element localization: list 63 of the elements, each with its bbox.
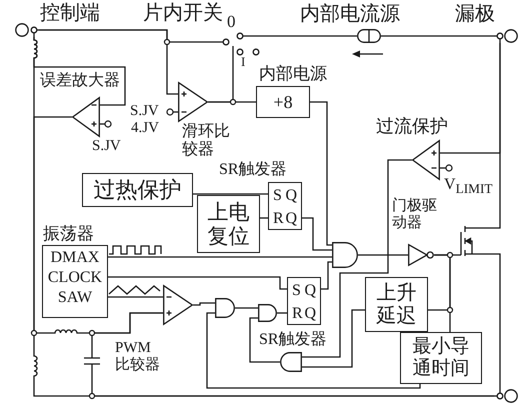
wire [321, 261, 332, 290]
wire [206, 312, 421, 389]
component-label: 内部电流源 [300, 3, 400, 26]
pin-letter: Q [304, 282, 316, 300]
component-label: 控制端 [40, 2, 100, 25]
block-label: 最小导通时间 [412, 336, 470, 380]
pin-letter: Q [304, 305, 316, 323]
component-label: SR触发器 [219, 161, 287, 180]
block-label: CLOCK [46, 269, 104, 287]
wire [480, 253, 501, 389]
component-label: 过流保护 [376, 116, 448, 137]
reference-voltage-label: S.JV [130, 103, 159, 120]
wire [381, 35, 494, 37]
reference-voltage-label: 4.JV [131, 120, 159, 138]
pin-letter: Q [285, 210, 297, 228]
pin-letter: R [292, 305, 303, 323]
function-block [400, 332, 482, 384]
limit-voltage-label: V$_{LIMIT}$ [444, 176, 493, 196]
wire [193, 193, 268, 195]
pin-letter: S [292, 282, 301, 300]
function-block [365, 277, 428, 332]
wire [277, 312, 287, 314]
wire [434, 254, 451, 332]
block-label: 过热保护 [94, 177, 182, 203]
component-label: SR触发器 [259, 331, 327, 350]
component-label: 滑环比较器 [182, 123, 231, 160]
wire [480, 43, 501, 229]
function-block [197, 195, 260, 253]
wire [249, 317, 280, 363]
block-label: SAW [56, 289, 94, 307]
block-label: DMAX [50, 249, 100, 267]
switch-position-label: 0 [227, 12, 236, 32]
function-block [82, 173, 193, 207]
reference-voltage-label: S.JV [92, 138, 121, 156]
wire [235, 307, 258, 309]
wire [108, 296, 163, 298]
block-label: 上电复位 [206, 200, 250, 248]
wire [108, 276, 287, 290]
wire [302, 309, 365, 368]
wire [39, 29, 222, 43]
pin-letter: R [273, 210, 284, 228]
block-heading: 内部电源 [259, 64, 327, 84]
wire [208, 56, 234, 103]
wire [91, 377, 494, 397]
component-label: PWM比较器 [115, 340, 161, 374]
block-label: 上升延迟 [376, 282, 418, 328]
component-label: 误差故大器 [40, 72, 120, 90]
wire [193, 302, 215, 306]
wire [302, 217, 332, 251]
switch-position-label: I [241, 55, 246, 70]
wire [302, 159, 412, 358]
component-label: 漏极 [455, 3, 495, 26]
wire [358, 254, 408, 256]
wire [310, 101, 332, 246]
wire [260, 35, 357, 37]
pin-letter: S [273, 187, 282, 205]
wire [108, 256, 332, 258]
component-label: 门极驱动器 [392, 198, 438, 232]
wire [91, 312, 163, 345]
block-label: +8 [273, 92, 293, 112]
pin-letter: Q [285, 187, 297, 205]
switch-label: 片内开关 [143, 2, 223, 25]
block-heading: 振荡器 [43, 224, 94, 244]
